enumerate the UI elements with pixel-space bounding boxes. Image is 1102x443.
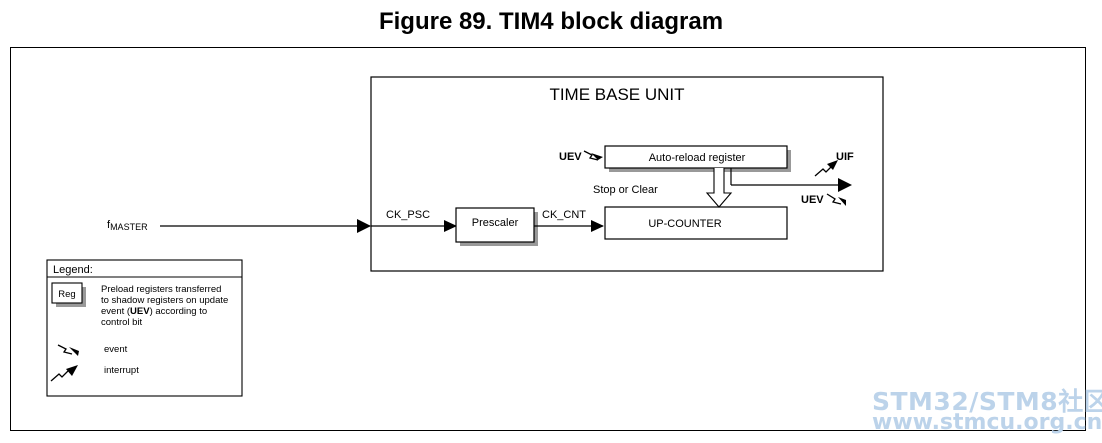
auto-reload-label: Auto-reload register bbox=[649, 152, 746, 164]
legend-event-icon bbox=[57, 344, 79, 356]
figure-title: Figure 89. TIM4 block diagram bbox=[378, 8, 724, 35]
legend-desc-line3-pre: event ( bbox=[101, 306, 131, 317]
uev-in-label: UEV bbox=[559, 151, 582, 163]
diagram-frame bbox=[10, 47, 1086, 431]
fmaster-main: f bbox=[107, 219, 111, 231]
ck-psc-arrowhead bbox=[444, 220, 457, 232]
legend-reg-label: Reg bbox=[58, 289, 75, 300]
legend-box bbox=[46, 259, 243, 397]
uif-interrupt-icon bbox=[814, 160, 838, 177]
watermark-line1: STM32/STM8社区 bbox=[872, 387, 1102, 416]
legend-desc-line3-post: ) according to bbox=[150, 306, 208, 317]
uev-out-label: UEV bbox=[801, 194, 824, 206]
prescaler-box bbox=[455, 207, 535, 243]
legend-desc-line2: to shadow registers on update bbox=[101, 295, 228, 306]
uev-out-event-icon bbox=[826, 193, 846, 206]
legend-reg-box bbox=[51, 282, 83, 304]
watermark-line2: www.stmcu.org.cn bbox=[872, 410, 1102, 435]
ck-cnt-arrowhead bbox=[591, 220, 604, 232]
preload-transfer-arrow bbox=[705, 168, 733, 208]
legend-desc-line4: control bit bbox=[101, 317, 143, 328]
auto-reload-box bbox=[604, 145, 788, 169]
stop-or-clear-label: Stop or Clear bbox=[593, 184, 658, 196]
legend-desc-line3: event (UEV) according to bbox=[101, 306, 207, 317]
time-base-unit-label: TIME BASE UNIT bbox=[549, 85, 684, 104]
prescaler-label: Prescaler bbox=[472, 217, 519, 229]
legend-interrupt-label: interrupt bbox=[104, 365, 139, 376]
up-counter-box bbox=[604, 206, 788, 240]
legend-desc-line1: Preload registers transferred bbox=[101, 284, 221, 295]
fmaster-label: fMASTER bbox=[107, 219, 148, 232]
legend-event-label: event bbox=[104, 344, 128, 355]
overflow-arrowhead bbox=[838, 178, 852, 192]
ck-cnt-label: CK_CNT bbox=[542, 209, 586, 221]
fmaster-sub: MASTER bbox=[110, 222, 148, 232]
legend-title: Legend: bbox=[53, 264, 93, 276]
uif-label: UIF bbox=[836, 151, 854, 163]
legend-desc-line3-bold: UEV bbox=[130, 306, 150, 317]
up-counter-label: UP-COUNTER bbox=[648, 218, 721, 230]
fmaster-arrowhead bbox=[357, 219, 371, 233]
uev-in-event-icon bbox=[583, 150, 603, 161]
ck-psc-label: CK_PSC bbox=[386, 209, 430, 221]
legend-interrupt-icon bbox=[50, 365, 78, 382]
time-base-unit-box bbox=[370, 76, 884, 272]
